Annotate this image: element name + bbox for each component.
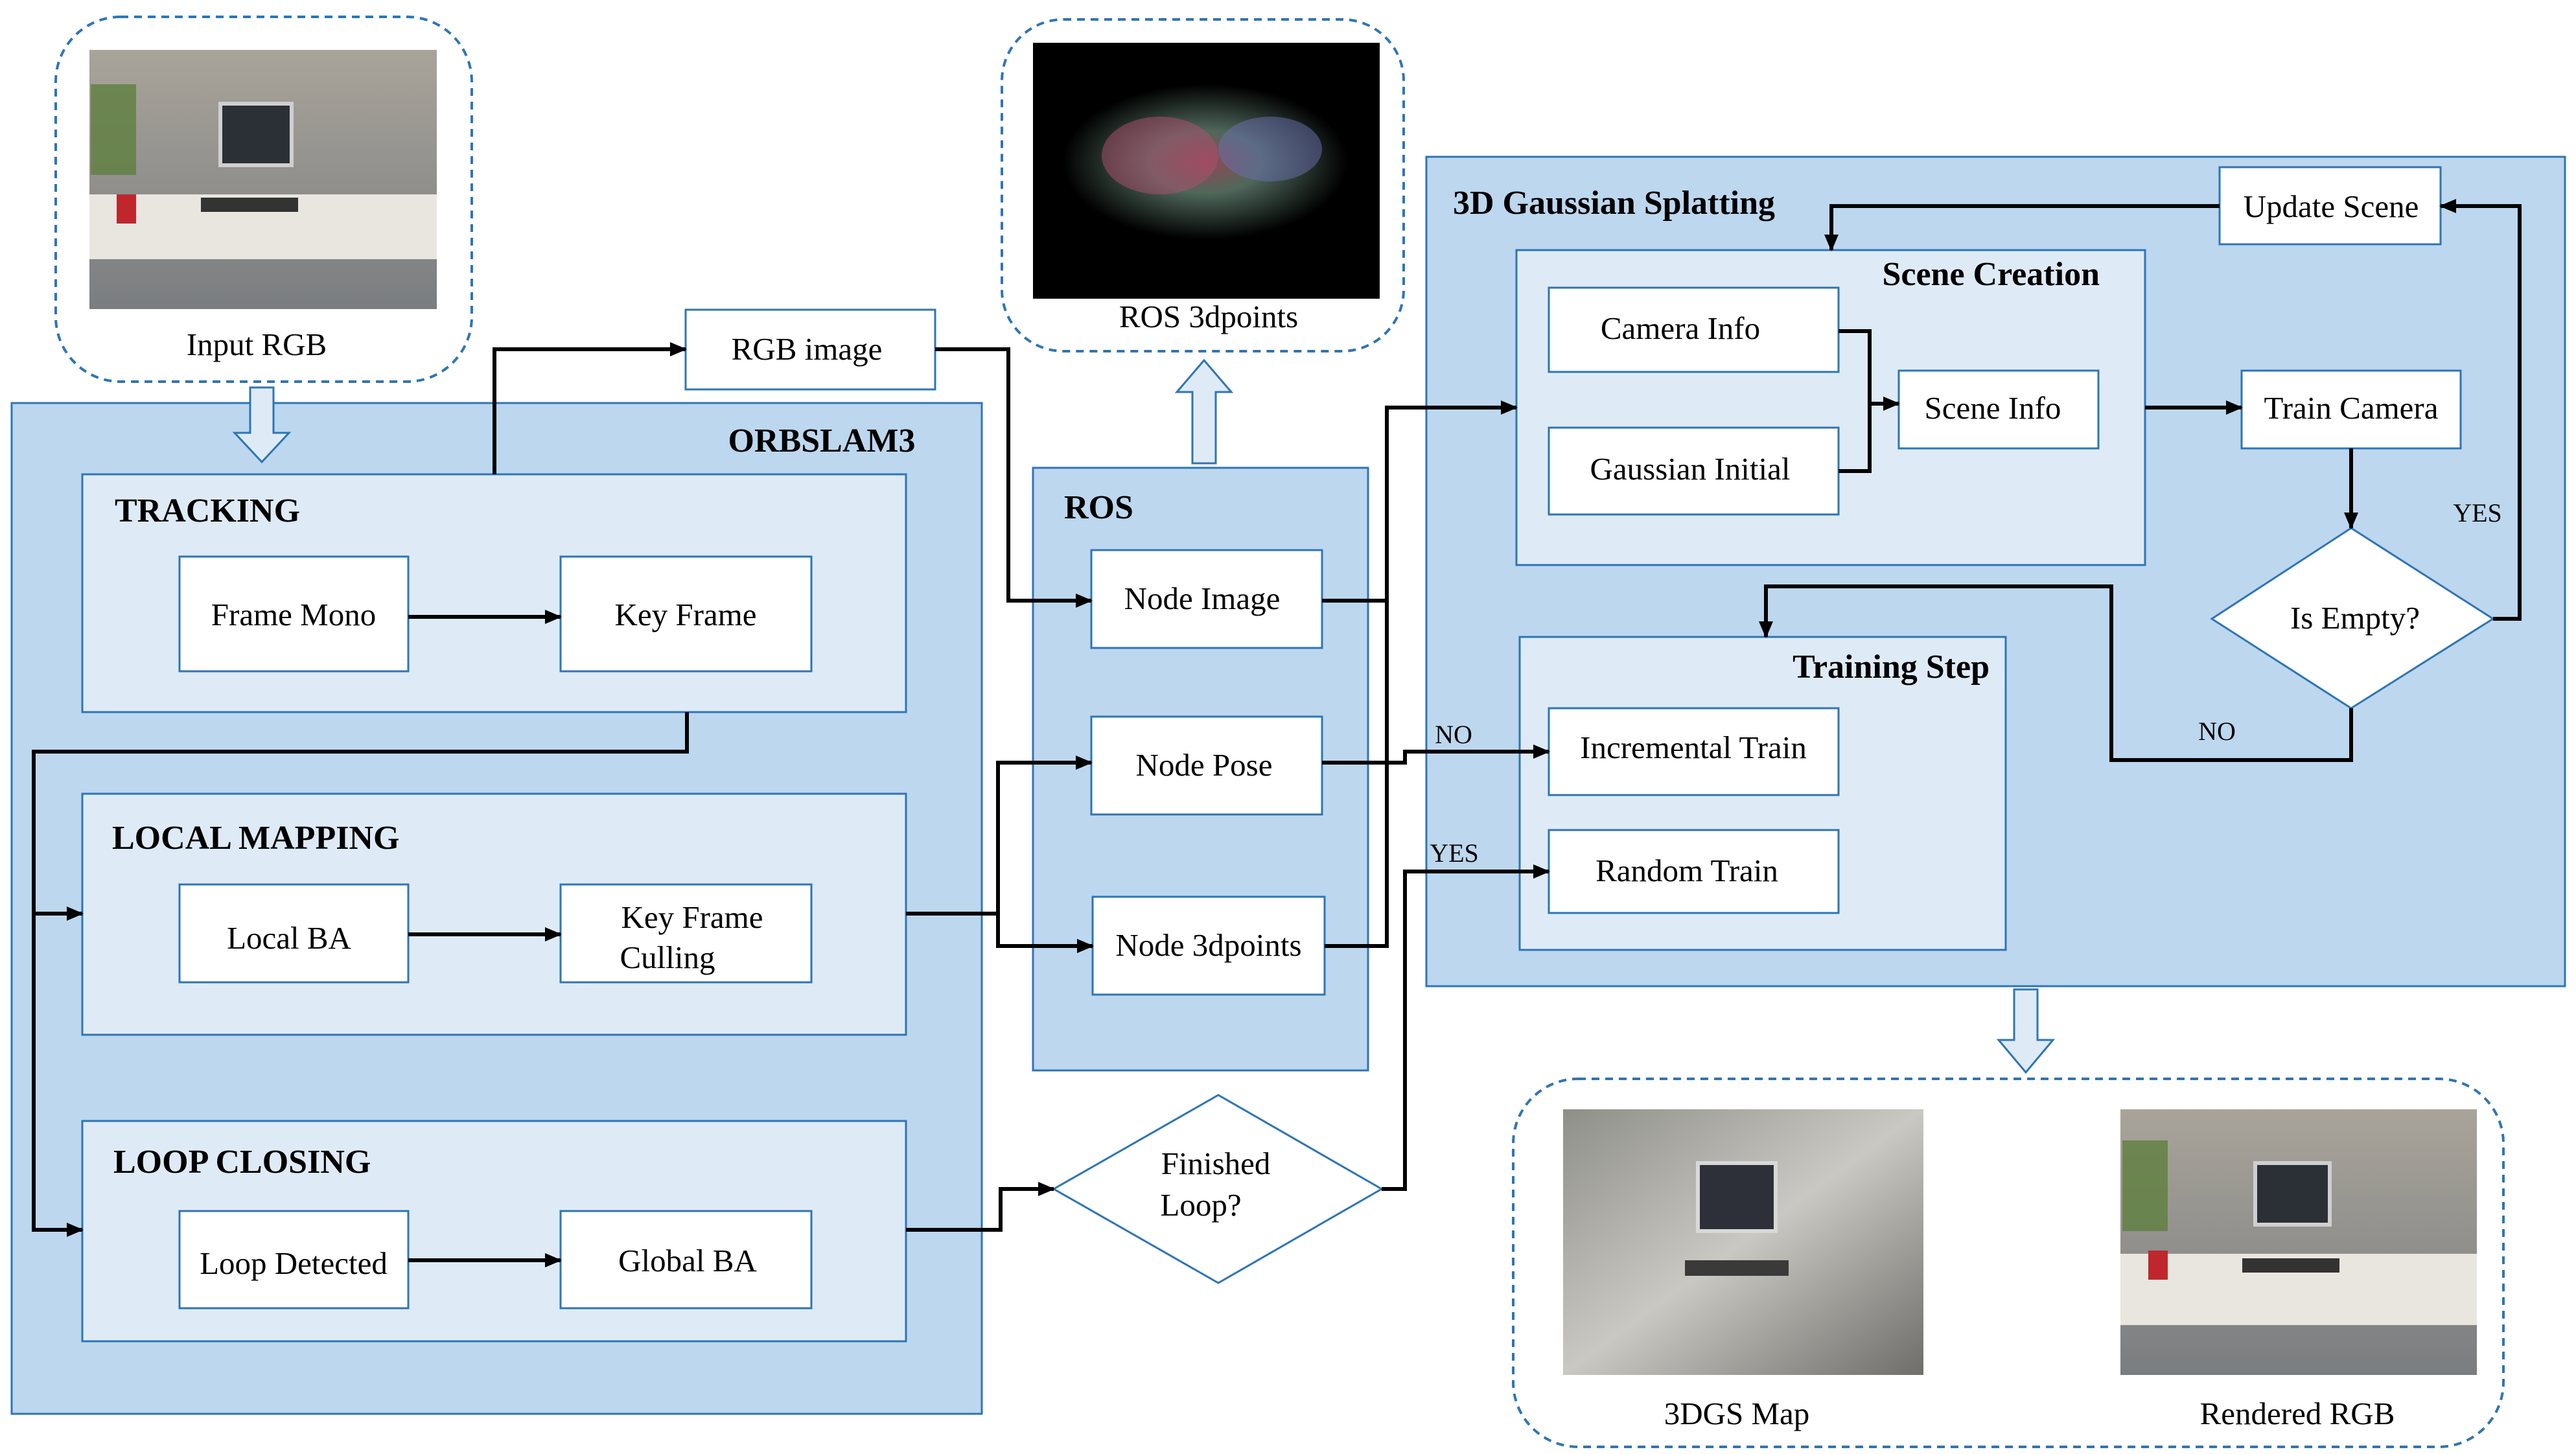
scene-info-box[interactable] bbox=[1897, 369, 2100, 450]
no-label-left: NO bbox=[1435, 720, 1472, 749]
loop-detected-box[interactable] bbox=[178, 1210, 410, 1310]
tracking-title: TRACKING bbox=[115, 492, 300, 529]
frame-mono-box[interactable] bbox=[178, 555, 410, 673]
key-frame-culling-label-2: Culling bbox=[620, 940, 715, 975]
key-frame-culling-label-1: Key Frame bbox=[621, 899, 763, 935]
input-rgb-image bbox=[89, 50, 437, 309]
yes-label-left: YES bbox=[1430, 838, 1479, 868]
gaussian-initial-label: Gaussian Initial bbox=[1590, 451, 1791, 487]
frame-mono-label: Frame Mono bbox=[211, 597, 377, 632]
rgb-image-label: RGB image bbox=[732, 331, 883, 367]
hollow-arrow-input-down bbox=[232, 386, 292, 464]
key-frame-culling-box[interactable] bbox=[559, 883, 813, 984]
rgb-image-box[interactable] bbox=[684, 308, 936, 391]
ros-title: ROS bbox=[1064, 489, 1133, 526]
camera-info-label: Camera Info bbox=[1601, 310, 1760, 346]
local-ba-label: Local BA bbox=[227, 920, 351, 956]
arrow-to-loopclosing bbox=[32, 914, 84, 1237]
input-rgb-label: Input RGB bbox=[187, 327, 327, 362]
arrow-keyframe-localmapping bbox=[32, 712, 689, 921]
key-frame-box[interactable] bbox=[559, 555, 813, 673]
arrow-finishedloop-random bbox=[1382, 864, 1550, 1191]
finished-loop-diamond[interactable] bbox=[1051, 1094, 1384, 1284]
gs-title: 3D Gaussian Splatting bbox=[1453, 185, 1775, 222]
scene-info-label: Scene Info bbox=[1925, 390, 2061, 426]
rendered-rgb-label: Rendered RGB bbox=[2200, 1396, 2395, 1431]
global-ba-label: Global BA bbox=[618, 1243, 757, 1278]
hollow-arrow-ros-up bbox=[1174, 358, 1234, 465]
arrow-nodepose-incremental bbox=[1322, 744, 1550, 765]
ros-3dpoints-image bbox=[1033, 43, 1380, 299]
loop-detected-label: Loop Detected bbox=[200, 1245, 388, 1281]
3dgs-map-label: 3DGS Map bbox=[1664, 1396, 1810, 1431]
no-label-diamond: NO bbox=[2198, 717, 2236, 746]
finished-loop-label-2: Loop? bbox=[1160, 1187, 1241, 1223]
scene-creation-title: Scene Creation bbox=[1882, 256, 2100, 293]
arrow-isempty-yes-updatescene bbox=[2439, 199, 2522, 621]
node-pose-label: Node Pose bbox=[1136, 747, 1273, 783]
node-3dpoints-label: Node 3dpoints bbox=[1115, 927, 1301, 963]
arrow-loopclosing-finishedloop bbox=[906, 1182, 1055, 1232]
node-pose-box[interactable] bbox=[1090, 715, 1323, 816]
rendered-rgb-image bbox=[2120, 1109, 2477, 1375]
yes-label-right: YES bbox=[2453, 498, 2502, 527]
finished-loop-label-1: Finished bbox=[1161, 1146, 1271, 1181]
key-frame-label: Key Frame bbox=[614, 597, 756, 632]
arrow-localmapping-nodepose bbox=[906, 756, 1093, 916]
incremental-train-label: Incremental Train bbox=[1580, 730, 1807, 765]
ros-3dpoints-label: ROS 3dpoints bbox=[1119, 299, 1298, 334]
arrow-updatescene-scenecreation bbox=[1824, 204, 2220, 251]
3dgs-map-image bbox=[1563, 1109, 1923, 1375]
orbslam-title: ORBSLAM3 bbox=[728, 422, 916, 459]
loop-closing-title: LOOP CLOSING bbox=[113, 1144, 371, 1181]
update-scene-label: Update Scene bbox=[2244, 189, 2419, 224]
incremental-train-box[interactable] bbox=[1548, 707, 1840, 796]
node-image-label: Node Image bbox=[1124, 581, 1281, 616]
is-empty-label: Is Empty? bbox=[2290, 600, 2420, 636]
random-train-box[interactable] bbox=[1548, 829, 1840, 914]
hollow-arrow-gs-down bbox=[1996, 988, 2056, 1074]
camera-info-box[interactable] bbox=[1548, 286, 1840, 373]
connector-camerainfo bbox=[1839, 329, 1872, 473]
arrow-rgbimage-nodeimage bbox=[935, 347, 1093, 608]
local-mapping-title: LOCAL MAPPING bbox=[112, 820, 399, 857]
global-ba-box[interactable] bbox=[559, 1210, 813, 1310]
node-image-box[interactable] bbox=[1090, 549, 1323, 649]
random-train-label: Random Train bbox=[1595, 853, 1778, 888]
training-step-title: Training Step bbox=[1793, 649, 1990, 686]
arrow-node3dpoints-scenecreation bbox=[1325, 601, 1389, 948]
node-3dpoints-box[interactable] bbox=[1091, 895, 1326, 996]
train-camera-box[interactable] bbox=[2240, 369, 2462, 450]
arrow-nodeimage-scenecreation bbox=[1322, 400, 1518, 603]
update-scene-box[interactable] bbox=[2218, 166, 2442, 246]
train-camera-label: Train Camera bbox=[2264, 390, 2439, 426]
arrow-localmapping-node3dpoints bbox=[996, 914, 1094, 953]
local-ba-box[interactable] bbox=[178, 883, 410, 984]
arrow-tracking-rgbimage bbox=[493, 342, 687, 474]
arrow-isempty-no-training bbox=[1759, 584, 2353, 762]
